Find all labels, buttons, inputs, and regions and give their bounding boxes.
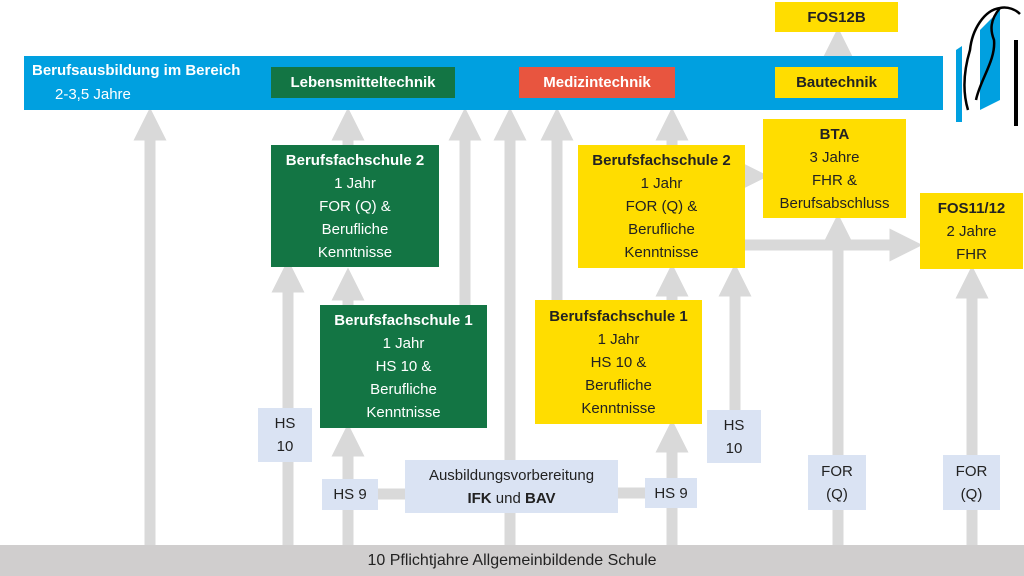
- green-berufsfachschule-1: Berufsfachschule 1 1 Jahr HS 10 & Berufl…: [320, 305, 487, 428]
- area-bautechnik: Bautechnik: [775, 67, 898, 98]
- bta-box: BTA 3 Jahre FHR & Berufsabschluss: [763, 119, 906, 218]
- box-line: Berufsabschluss: [779, 194, 890, 212]
- box-title: Berufsfachschule 1: [549, 307, 688, 325]
- box-line: Kenntnisse: [317, 243, 393, 261]
- box-title: FOS11/12: [937, 199, 1006, 217]
- green-berufsfachschule-2: Berufsfachschule 2 1 Jahr FOR (Q) & Beru…: [271, 145, 439, 267]
- training-duration: 2-3,5 Jahre: [55, 86, 131, 103]
- box-title: Berufsfachschule 2: [285, 151, 425, 169]
- box-line: FHR: [956, 245, 987, 263]
- box-title: BTA: [819, 125, 850, 143]
- box-line: Berufliche: [628, 221, 695, 238]
- fos1112-box: FOS11/12 2 Jahre FHR: [920, 193, 1023, 269]
- box-line: FHR &: [812, 171, 857, 189]
- box-line: Kenntnisse: [581, 399, 656, 417]
- area-medizintechnik: Medizintechnik: [519, 67, 675, 98]
- label: 10: [276, 438, 294, 455]
- box-line: 1 Jahr: [640, 175, 683, 192]
- box-line: FOR (Q) &: [625, 198, 698, 215]
- box-line: 1 Jahr: [382, 335, 425, 352]
- bav: BAV: [524, 489, 556, 507]
- hs9-right: HS 9: [645, 478, 697, 508]
- compulsory-school-bar: 10 Pflichtjahre Allgemeinbildende Schule: [0, 545, 1024, 576]
- box-line: HS 10 &: [375, 358, 432, 375]
- box-line: Kenntnisse: [624, 244, 699, 261]
- label: (Q): [826, 485, 848, 503]
- box-line: Kenntnisse: [366, 404, 441, 421]
- hs9-left: HS 9: [322, 479, 378, 510]
- label: HS: [274, 415, 296, 432]
- yellow-berufsfachschule-2: Berufsfachschule 2 1 Jahr FOR (Q) & Beru…: [578, 145, 745, 268]
- school-logo: [950, 0, 1024, 126]
- box-line: Berufliche: [370, 381, 437, 398]
- label: 10: [725, 439, 743, 457]
- hs10-left: HS 10: [258, 408, 312, 462]
- ifk: IFK: [467, 489, 492, 507]
- fos12b-box: FOS12B: [775, 2, 898, 32]
- logo-head-icon: [956, 6, 1021, 126]
- training-title: Berufsausbildung im Bereich: [32, 62, 241, 79]
- for-q-right: FOR (Q): [943, 455, 1000, 510]
- box-line: Berufliche: [585, 376, 652, 394]
- box-line: HS 10 &: [590, 353, 647, 371]
- hs10-right: HS 10: [707, 410, 761, 463]
- box-line: 1 Jahr: [334, 174, 376, 192]
- box-title: Berufsfachschule 2: [592, 152, 731, 169]
- avb-programs: IFK und BAV: [467, 487, 555, 510]
- area-lebensmitteltechnik: Lebensmitteltechnik: [271, 67, 455, 98]
- yellow-berufsfachschule-1: Berufsfachschule 1 1 Jahr HS 10 & Berufl…: [535, 300, 702, 424]
- box-line: FOR (Q) &: [319, 197, 391, 215]
- label: FOR: [955, 462, 988, 480]
- box-line: 2 Jahre: [946, 222, 997, 240]
- label: HS: [723, 416, 745, 434]
- box-line: 1 Jahr: [597, 330, 640, 348]
- avb-title: Ausbildungsvorbereitung: [428, 466, 595, 484]
- und: und: [491, 489, 525, 507]
- label: FOR: [821, 462, 853, 480]
- ausbildungsvorbereitung-box: Ausbildungsvorbereitung IFK und BAV: [405, 460, 618, 513]
- for-q-left: FOR (Q): [808, 455, 866, 510]
- box-line: 3 Jahre: [809, 148, 860, 166]
- label: (Q): [960, 485, 983, 503]
- box-title: Berufsfachschule 1: [334, 312, 473, 329]
- box-line: Berufliche: [321, 220, 389, 238]
